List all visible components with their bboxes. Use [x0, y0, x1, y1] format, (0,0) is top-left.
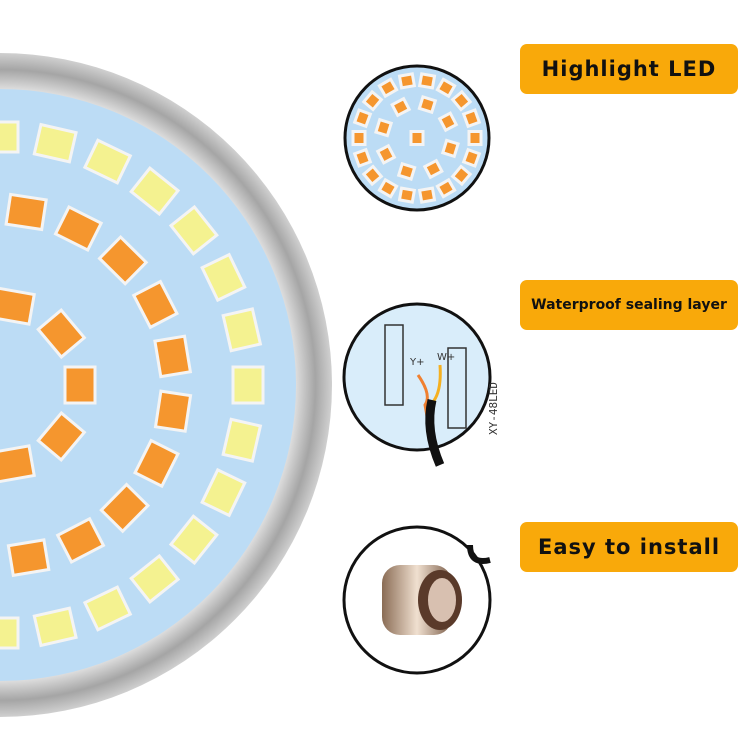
led-chip [231, 365, 265, 405]
led-chip [422, 158, 444, 180]
led-chip [36, 410, 87, 462]
led-chip [221, 307, 263, 353]
led-chip [0, 444, 36, 484]
led-chip [377, 77, 399, 99]
led-chip [351, 130, 367, 146]
led-chip [437, 111, 459, 133]
led-chip [0, 286, 36, 326]
led-chip [461, 108, 482, 129]
feature-label-highlight-led: Highlight LED [520, 44, 738, 94]
led-chip [397, 72, 417, 90]
feature-label-waterproof: Waterproof sealing layer [520, 280, 738, 330]
led-chip [129, 553, 181, 604]
led-chip [377, 177, 399, 199]
pad-w-label: W+ [437, 352, 455, 363]
feature-label-easy-install: Easy to install [520, 522, 738, 572]
led-chip [53, 205, 104, 252]
led-chip [0, 120, 20, 154]
model-marking: XY-48LED [487, 382, 500, 435]
led-chip [440, 138, 460, 159]
led-chip [435, 177, 457, 199]
led-chip [4, 192, 48, 232]
led-chip [461, 147, 482, 168]
led-chip [417, 186, 437, 204]
led-chip [221, 417, 263, 463]
led-chip [36, 308, 87, 360]
led-chip [467, 130, 483, 146]
led-chip [133, 438, 180, 489]
led-chip [32, 122, 78, 164]
led-chip [32, 606, 78, 648]
led-chip [0, 616, 20, 650]
led-chip [450, 164, 473, 187]
led-chip [97, 234, 149, 286]
led-chip [99, 482, 151, 534]
led-chip [417, 72, 437, 90]
led-chip [82, 585, 133, 632]
led-chip [200, 467, 247, 518]
led-chip [409, 130, 425, 146]
led-chip [361, 89, 384, 112]
waterproof-thumbnail: Y+ W+ XY-48LED [342, 302, 500, 467]
led-chip [417, 95, 438, 115]
large-led-board [0, 53, 332, 717]
pad-y-label: Y+ [409, 357, 425, 368]
led-chip [352, 108, 373, 129]
led-chip [435, 77, 457, 99]
led-chip [168, 204, 219, 256]
led-chip [168, 514, 219, 566]
led-chip [82, 138, 133, 185]
led-chip [6, 538, 51, 578]
led-chip [129, 166, 181, 217]
led-chip [63, 365, 97, 405]
highlight-led-thumbnail [343, 64, 491, 212]
led-chip [450, 89, 473, 112]
led-chip [131, 279, 179, 330]
led-chip [390, 96, 412, 118]
led-chip [153, 334, 193, 379]
led-chip [374, 117, 394, 138]
led-chip [153, 389, 193, 433]
easy-install-thumbnail [342, 525, 492, 675]
led-chip [55, 516, 106, 564]
led-chip [397, 186, 417, 204]
led-chip [352, 147, 373, 168]
led-chip [200, 252, 247, 303]
led-chip [375, 143, 397, 165]
led-chip [361, 164, 384, 187]
led-chip [396, 161, 417, 181]
